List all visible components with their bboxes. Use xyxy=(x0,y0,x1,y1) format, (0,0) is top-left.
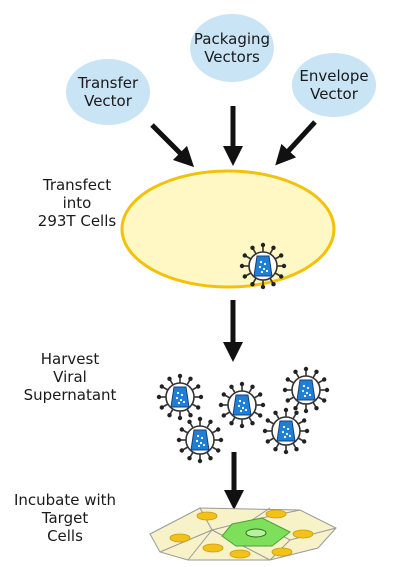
step-harvest-line2: Viral xyxy=(53,368,87,386)
step-transfect-label: Transfect into 293T Cells xyxy=(22,176,132,230)
step-harvest-line1: Harvest xyxy=(40,350,100,368)
transfer-vector-bubble xyxy=(66,59,150,125)
packaging-vector-line1: Packaging xyxy=(193,30,271,48)
packaging-vector-label: Packaging Vectors xyxy=(190,30,274,66)
step-incubate-line1: Incubate with xyxy=(13,491,117,509)
virus-particle xyxy=(281,365,331,415)
transfer-vector-label: Transfer Vector xyxy=(66,74,150,110)
arrow-envelope-to-cell xyxy=(275,120,317,166)
step-incubate-line3: Cells xyxy=(47,527,83,545)
virus-particle xyxy=(156,372,204,422)
transfer-vector-line2: Vector xyxy=(84,92,132,110)
packaging-vector-bubble xyxy=(190,14,274,82)
step-transfect-line2: into xyxy=(62,194,92,212)
envelope-vector-line2: Vector xyxy=(310,85,358,103)
step-transfect-line1: Transfect xyxy=(42,176,112,194)
transfer-vector-line1: Transfer xyxy=(77,74,139,92)
envelope-vector-bubble xyxy=(292,53,376,117)
envelope-vector-line1: Envelope xyxy=(299,67,369,85)
envelope-vector-label: Envelope Vector xyxy=(292,67,376,103)
step-harvest-line3: Supernatant xyxy=(23,386,117,404)
step-incubate-label: Incubate with Target Cells xyxy=(0,491,130,545)
step-transfect-line3: 293T Cells xyxy=(37,212,117,230)
target-cell-sheet xyxy=(149,507,337,561)
step-harvest-label: Harvest Viral Supernatant xyxy=(10,350,130,404)
producer-cell xyxy=(120,169,336,289)
virus-particle xyxy=(176,415,224,465)
virus-particle xyxy=(218,380,267,430)
step-incubate-line2: Target xyxy=(41,509,89,527)
packaging-vector-line2: Vectors xyxy=(204,48,260,66)
virus-particle xyxy=(261,406,311,456)
arrow-transfer-to-cell xyxy=(150,123,195,168)
